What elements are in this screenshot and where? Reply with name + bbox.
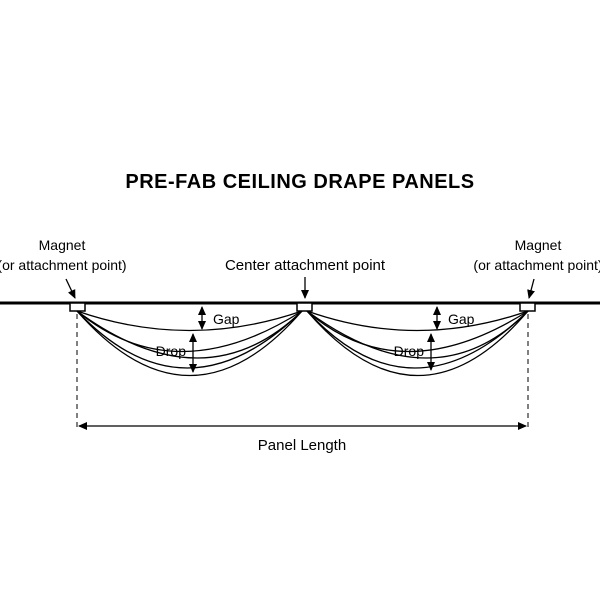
gap-label-left: Gap bbox=[213, 311, 240, 327]
right-magnet-leader-arrow bbox=[527, 278, 535, 299]
panel-length-label: Panel Length bbox=[258, 437, 346, 454]
gap-label-right: Gap bbox=[448, 311, 475, 327]
left-swag-bottom-curve bbox=[76, 310, 303, 377]
left-magnet-label-line1: Magnet bbox=[39, 237, 86, 253]
right-magnet-label-line1: Magnet bbox=[515, 237, 562, 253]
center-attachment-clip bbox=[296, 302, 313, 312]
left-magnet-label-line2: (or attachment point) bbox=[0, 257, 127, 273]
diagram-title: PRE-FAB CEILING DRAPE PANELS bbox=[125, 171, 474, 193]
drop-label-right: Drop bbox=[394, 343, 425, 359]
drop-label-left: Drop bbox=[156, 343, 187, 359]
right-attachment-clip bbox=[519, 302, 536, 312]
right-swag-fold-curve-3 bbox=[306, 310, 529, 369]
right-magnet-label-line2: (or attachment point) bbox=[473, 257, 600, 273]
center-attachment-label: Center attachment point bbox=[225, 257, 386, 274]
left-swag-fold-curve-3 bbox=[76, 310, 303, 369]
left-swag-top-curve bbox=[76, 310, 303, 332]
right-swag-top-curve bbox=[306, 310, 529, 332]
right-drape-swag bbox=[306, 310, 529, 377]
left-swag-fold-curve-2 bbox=[76, 310, 303, 359]
left-magnet-leader-arrow bbox=[65, 278, 76, 299]
left-attachment-clip bbox=[69, 302, 86, 312]
right-swag-fold-curve-1 bbox=[306, 310, 529, 353]
left-swag-fold-curve-1 bbox=[76, 310, 303, 353]
left-drape-swag bbox=[76, 310, 303, 377]
right-swag-bottom-curve bbox=[306, 310, 529, 377]
